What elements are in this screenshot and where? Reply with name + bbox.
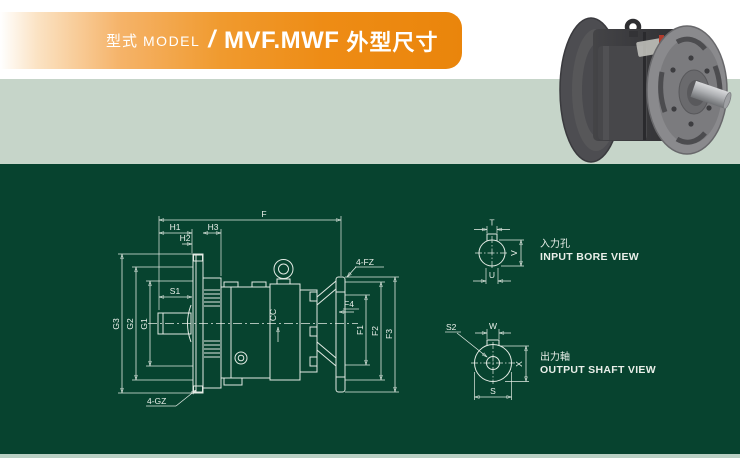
title-banner: 型式 MODEL / MVF.MWF 外型尺寸 bbox=[0, 12, 462, 69]
model-name: MVF.MWF bbox=[223, 26, 340, 54]
type-label-cjk: 型式 bbox=[106, 33, 139, 50]
output-shaft bbox=[690, 80, 732, 110]
gear-motor-photo bbox=[559, 17, 732, 163]
dim-S: S bbox=[490, 386, 496, 396]
bottom-strip bbox=[0, 454, 740, 458]
dim-T: T bbox=[489, 218, 494, 228]
input-bore-title-en: INPUT BORE VIEW bbox=[540, 251, 639, 263]
dim-F1: F1 bbox=[355, 325, 365, 335]
title-suffix: 外型尺寸 bbox=[346, 29, 439, 55]
dim-4FZ: 4-FZ bbox=[356, 257, 374, 267]
dim-F2: F2 bbox=[370, 326, 380, 336]
type-label-en: MODEL bbox=[143, 32, 201, 49]
title-separator: / bbox=[208, 25, 215, 53]
dim-U: U bbox=[489, 270, 495, 280]
main-side-view bbox=[148, 253, 358, 394]
dim-H2: H2 bbox=[180, 233, 191, 243]
dim-S2: S2 bbox=[446, 322, 457, 332]
dim-G1: G1 bbox=[139, 318, 149, 330]
dim-F: F bbox=[261, 209, 266, 219]
dim-H1: H1 bbox=[170, 222, 181, 232]
drawing-panel: F H1 H3 H2 S1 G3 bbox=[0, 164, 740, 454]
output-shaft-title-en: OUTPUT SHAFT VIEW bbox=[540, 364, 656, 376]
dim-S1: S1 bbox=[170, 286, 181, 296]
dim-X: X bbox=[514, 361, 524, 367]
dim-CC: CC bbox=[268, 309, 278, 321]
dim-G2: G2 bbox=[125, 318, 135, 330]
main-view-dimensions: F H1 H3 H2 S1 G3 bbox=[111, 209, 399, 407]
input-bore-title-cjk: 入力孔 bbox=[540, 237, 570, 250]
dim-4GZ: 4-GZ bbox=[147, 396, 166, 406]
dimension-drawing: F H1 H3 H2 S1 G3 bbox=[111, 209, 656, 407]
dim-H3: H3 bbox=[208, 222, 219, 232]
output-shaft-view: W S2 X S 出力軸 OUTPUT SHAFT VIEW bbox=[445, 321, 656, 400]
dim-F4: F4 bbox=[344, 299, 354, 309]
red-cap bbox=[659, 35, 664, 43]
dim-F3: F3 bbox=[384, 329, 394, 339]
dim-W: W bbox=[489, 321, 497, 331]
dim-V: V bbox=[509, 250, 519, 256]
output-shaft-title-cjk: 出力軸 bbox=[540, 350, 570, 363]
dim-G3: G3 bbox=[111, 318, 121, 330]
input-bore-view: T V U 入力孔 INPUT BORE VIEW bbox=[473, 218, 639, 284]
